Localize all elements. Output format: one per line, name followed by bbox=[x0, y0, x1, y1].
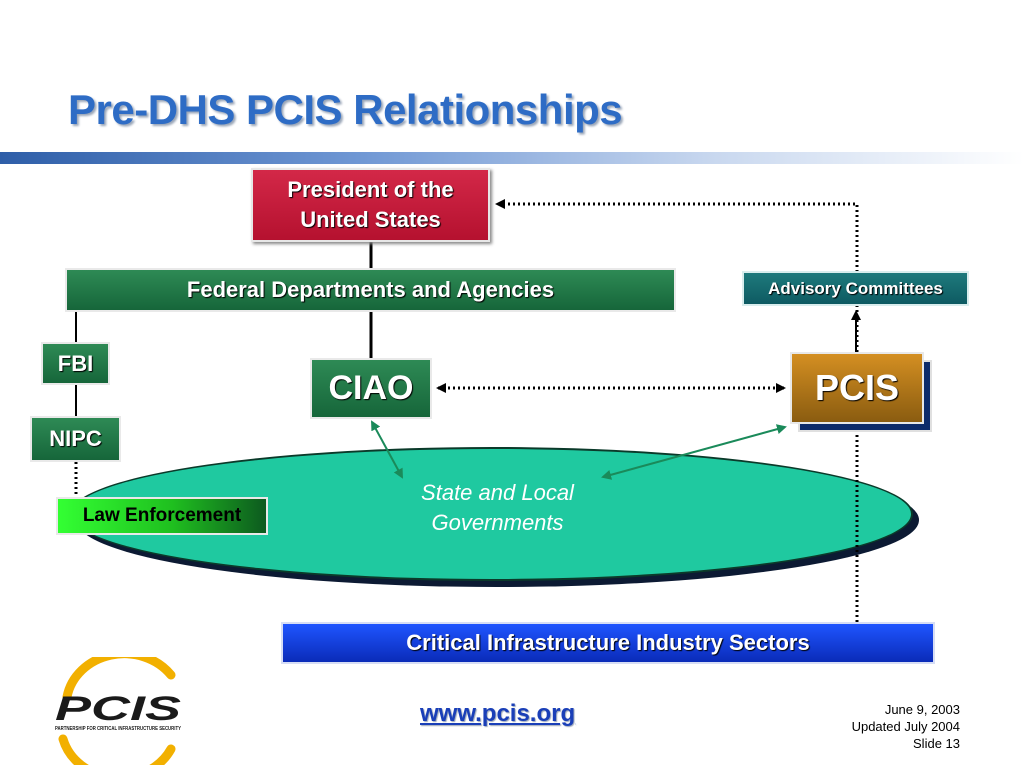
advisory-committees-box: Advisory Committees bbox=[742, 271, 969, 306]
nipc-box: NIPC bbox=[30, 416, 121, 462]
logo-wordmark: PCIS bbox=[55, 690, 182, 728]
president-box: President of the United States bbox=[251, 168, 490, 242]
critical-infrastructure-box: Critical Infrastructure Industry Sectors bbox=[281, 622, 935, 664]
law-enforcement-box: Law Enforcement bbox=[56, 497, 268, 535]
president-line1: President of the bbox=[287, 177, 454, 202]
fbi-box: FBI bbox=[41, 342, 110, 385]
arrow-pcis-state-local bbox=[601, 424, 787, 480]
logo-tagline: PARTNERSHIP FOR CRITICAL INFRASTRUCTURE … bbox=[55, 726, 182, 732]
footer-slide-number: Slide 13 bbox=[913, 736, 960, 751]
ciao-box: CIAO bbox=[310, 358, 432, 419]
title-underline-bar bbox=[0, 152, 1024, 164]
footer-date: June 9, 2003 bbox=[884, 702, 960, 717]
pcis-website-link[interactable]: www.pcis.org bbox=[420, 700, 576, 727]
arrow-ciao-state-local bbox=[371, 420, 403, 479]
president-line2: United States bbox=[300, 207, 441, 232]
footer-updated: Updated July 2004 bbox=[851, 719, 960, 734]
pcis-logo-icon: PCIS PARTNERSHIP FOR CRITICAL INFRASTRUC… bbox=[49, 657, 187, 765]
pcis-box: PCIS bbox=[790, 352, 924, 424]
pcis-box-group: PCIS bbox=[790, 352, 934, 432]
state-local-line2: Governments bbox=[431, 510, 564, 535]
federal-departments-box: Federal Departments and Agencies bbox=[65, 268, 676, 312]
state-local-label: State and Local Governments bbox=[375, 478, 620, 538]
state-local-line1: State and Local bbox=[421, 480, 574, 505]
slide-title: Pre-DHS PCIS Relationships bbox=[68, 86, 623, 133]
